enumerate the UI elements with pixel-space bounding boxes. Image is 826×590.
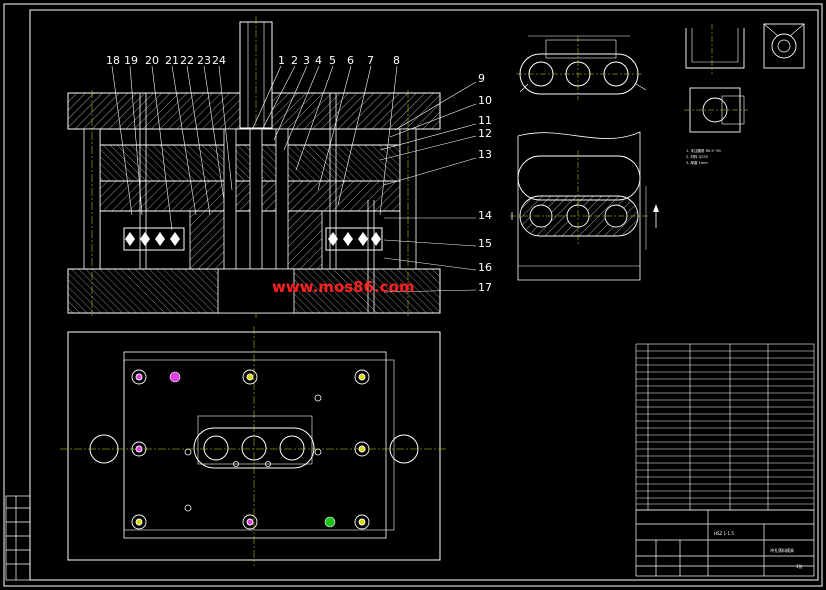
parts-list: [635, 343, 815, 511]
binding-margin-table: [5, 495, 31, 581]
part-number: 18: [106, 54, 120, 67]
part-number: 9: [478, 72, 485, 85]
part-number: 19: [124, 54, 138, 67]
part-number: 23: [197, 54, 211, 67]
watermark: www.mos86.com: [272, 278, 415, 296]
screw-holes: [131, 369, 370, 530]
note-line: 3. 厚度 1mm: [686, 160, 708, 165]
drawing-title: 冲孔落料模具: [770, 547, 794, 553]
part-number: 7: [367, 54, 374, 67]
part-number: 24: [212, 54, 226, 67]
die-insert-right: [281, 210, 323, 270]
part-numbers-top: 18 19 20 21 22 23 24 1 2 3 4 5 6 7 8: [106, 54, 400, 67]
part-number: 20: [145, 54, 159, 67]
detail-views: [684, 23, 805, 133]
part-number: 16: [478, 261, 492, 274]
punch-2: [249, 128, 263, 270]
part-number: 15: [478, 237, 492, 250]
part-number: 5: [329, 54, 336, 67]
main-section-view: [67, 16, 477, 320]
technical-notes: 1. 未注圆角 R0.5~R1 2. 材料 Q235 3. 厚度 1mm: [686, 148, 721, 165]
leader-lines-top: [111, 65, 398, 231]
part-number: 12: [478, 127, 492, 140]
leader-lines-right: [379, 81, 477, 293]
part-number: 21: [165, 54, 179, 67]
part-drawing: [516, 35, 647, 100]
part-number: 2: [291, 54, 298, 67]
outer-frame: [3, 3, 823, 587]
spring-diamonds: [125, 232, 381, 246]
part-number: 13: [478, 148, 492, 161]
part-number: 4: [315, 54, 322, 67]
ejector-hole: [217, 268, 295, 314]
part-number: 6: [347, 54, 354, 67]
note-line: 1. 未注圆角 R0.5~R1: [686, 148, 721, 153]
plan-view: [60, 326, 448, 566]
part-number: 1: [278, 54, 285, 67]
title-block: [635, 509, 815, 577]
part-number: 11: [478, 114, 492, 127]
spring-row-left: [123, 227, 185, 251]
part-number: 3: [303, 54, 310, 67]
part-number: 14: [478, 209, 492, 222]
inner-frame: [29, 9, 819, 581]
note-line: 2. 材料 Q235: [686, 154, 708, 159]
part-number: 8: [393, 54, 400, 67]
strip-layout: [510, 131, 659, 281]
drawing-number: HSZ 1-1.5: [714, 531, 734, 536]
part-number: 22: [180, 54, 194, 67]
part-number: 10: [478, 94, 492, 107]
punch-1: [223, 128, 237, 270]
part-numbers-right: 9 10 11 12 13 14 15 16 17: [478, 72, 492, 294]
punch-3: [275, 128, 289, 270]
die-insert-left: [189, 210, 231, 270]
part-number: 17: [478, 281, 492, 294]
sheet-count: 1张: [796, 563, 803, 569]
